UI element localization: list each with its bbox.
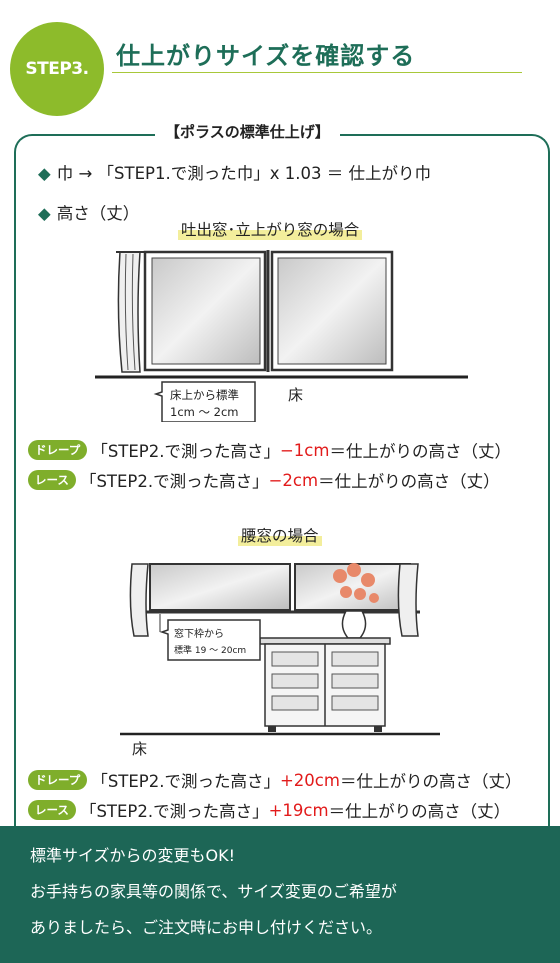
tall-window-illustration: 床上から標準 1cm 〜 2cm 床 [95,250,468,422]
row-result: ＝仕上がりの高さ（丈） [329,442,511,461]
lace-tag: レース [28,470,76,490]
callout-line-2: 標準 19 〜 20cm [174,644,246,656]
floor-label: 床 [288,386,303,404]
row-result: ＝仕上がりの高さ（丈） [318,472,500,491]
diamond-bullet-icon: ◆ [38,204,51,223]
page-title: 仕上がりサイズを確認する [116,42,416,70]
height-heading: ◆ 高さ（丈） [38,200,139,224]
footer-line-2: お手持ちの家具等の関係で、サイズ変更のご希望が [30,882,397,901]
width-rule-prefix: 巾 → [56,164,93,183]
row-result: ＝仕上がりの高さ（丈） [328,802,511,821]
row-adjust: +19cm [268,800,329,820]
height-heading-text: 高さ（丈） [56,204,140,223]
floor-label: 床 [132,740,147,758]
curtain-icon [116,251,148,373]
waist-window-caption: 腰窓の場合 [238,524,322,546]
row-adjust: −2cm [268,470,319,490]
width-rule: ◆ 巾 → 「STEP1.で測った巾」x 1.03 ＝ 仕上がり巾 [38,160,431,184]
drape-tag: ドレープ [28,440,88,460]
row-measure: 「STEP2.で測った高さ」 [91,772,280,791]
tall-window-callout: 床上から標準 1cm 〜 2cm [153,381,256,422]
diamond-bullet-icon: ◆ [38,164,51,183]
flower-vase-icon [333,563,379,639]
section-label: 【ポラスの標準仕上げ】 [155,121,340,142]
footer-line-1: 標準サイズからの変更もOK! [30,846,236,865]
footer-line-3: ありましたら、ご注文時にお申し付けください。 [30,918,383,937]
row-result: ＝仕上がりの高さ（丈） [339,772,522,791]
callout-line-2: 1cm 〜 2cm [170,405,239,419]
row-adjust: −1cm [279,440,330,460]
step-badge: STEP3. [10,22,104,116]
footer-notice: 標準サイズからの変更もOK! お手持ちの家具等の関係で、サイズ変更のご希望が あ… [0,826,560,963]
width-rule-text: 「STEP1.で測った巾」x 1.03 ＝ 仕上がり巾 [97,164,431,183]
row-measure: 「STEP2.で測った高さ」 [79,802,269,821]
callout-line-1: 床上から標準 [170,388,239,402]
curtain-icon [129,563,419,637]
window-frame [143,250,394,372]
row-measure: 「STEP2.で測った高さ」 [91,442,280,461]
waist-lace-row: レース 「STEP2.で測った高さ」+19cm＝仕上がりの高さ（丈） [28,798,510,822]
drape-tag: ドレープ [28,770,88,790]
row-adjust: +20cm [279,770,340,790]
window-frame [140,563,420,614]
cabinet-icon [259,637,391,732]
tall-window-caption: 吐出窓･立上がり窓の場合 [178,218,363,240]
waist-window-callout: 窓下枠から 標準 19 〜 20cm [159,614,261,661]
waist-drape-row: ドレープ 「STEP2.で測った高さ」+20cm＝仕上がりの高さ（丈） [28,768,521,792]
tall-lace-row: レース 「STEP2.で測った高さ」−2cm＝仕上がりの高さ（丈） [28,468,500,492]
callout-line-1: 窓下枠から [174,627,224,640]
title-underline [112,72,522,73]
row-measure: 「STEP2.で測った高さ」 [79,472,269,491]
lace-tag: レース [28,800,76,820]
tall-drape-row: ドレープ 「STEP2.で測った高さ」−1cm＝仕上がりの高さ（丈） [28,438,511,462]
waist-window-illustration: 窓下枠から 標準 19 〜 20cm 床 [120,563,440,758]
